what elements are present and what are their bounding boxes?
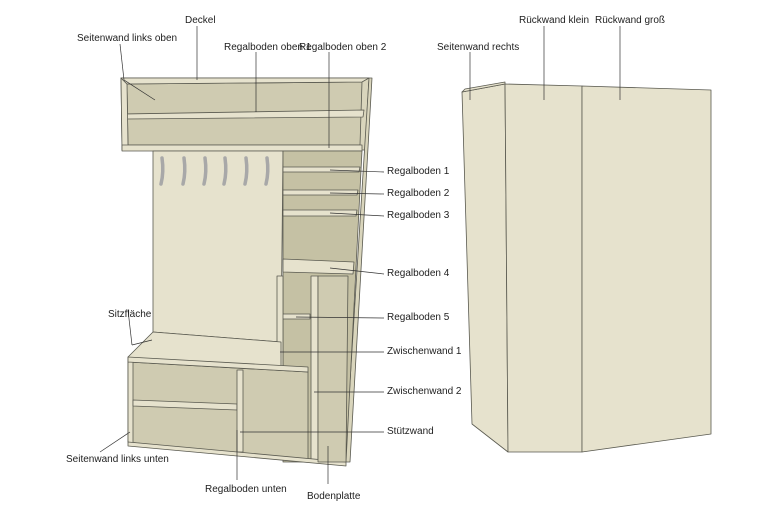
label-seitenwand-rechts: Seitenwand rechts (437, 42, 520, 53)
leader-lines (99, 26, 621, 484)
coat-hook-icon (222, 156, 228, 186)
label-zwischenwand-1: Zwischenwand 1 (387, 346, 462, 357)
top-edge (120, 77, 370, 85)
rueckwand-front-visible (152, 150, 284, 343)
seitenwand-links-oben-panel (120, 77, 129, 151)
seitenwand-rechts-front (344, 77, 373, 463)
label-regalboden-oben-2: Regalboden oben 2 (299, 42, 387, 53)
coat-hook-icon (202, 156, 208, 186)
label-seitenwand-links-oben: Seitenwand links oben (77, 33, 178, 44)
seitenwand-links-unten-panel (127, 361, 134, 445)
regalboden-1-panel (282, 166, 361, 173)
label-regalboden-oben-1: Regalboden oben 1 (224, 42, 312, 53)
label-sitzflaeche: Sitzfläche (108, 309, 152, 320)
regalboden-4-panel (282, 258, 355, 275)
label-rueckwand-gross: Rückwand groß (595, 15, 666, 26)
wardrobe-back-view (461, 81, 712, 453)
regalboden-2-panel (282, 189, 359, 196)
coat-hook-icon (264, 156, 270, 186)
coat-hook-icon (159, 156, 165, 186)
label-regalboden-1: Regalboden 1 (387, 166, 450, 177)
label-regalboden-4: Regalboden 4 (387, 268, 450, 279)
label-stuetzwand: Stützwand (387, 426, 434, 437)
seitenwand-rechts-panel (461, 83, 509, 453)
label-regalboden-3: Regalboden 3 (387, 210, 450, 221)
zwischenwand-2-panel (310, 275, 319, 463)
right-lower-bay (317, 275, 349, 463)
label-rueckwand-klein: Rückwand klein (519, 15, 590, 26)
label-deckel: Deckel (185, 15, 216, 26)
label-seitenwand-links-unten: Seitenwand links unten (66, 454, 169, 465)
stuetzwand-panel (236, 369, 244, 453)
back-top-edge (461, 81, 506, 93)
label-bodenplatte: Bodenplatte (307, 491, 361, 502)
label-zwischenwand-2: Zwischenwand 2 (387, 386, 462, 397)
rueckwand-klein-panel (504, 83, 583, 453)
regalboden-5-panel (278, 313, 311, 320)
regalboden-3-panel (282, 209, 358, 217)
coat-hooks (159, 156, 270, 186)
label-regalboden-2: Regalboden 2 (387, 188, 450, 199)
coat-hook-icon (243, 156, 249, 186)
wardrobe-front-view (120, 77, 373, 467)
seat-front-edge (127, 356, 309, 373)
label-regalboden-unten: Regalboden unten (205, 484, 287, 495)
coat-hook-icon (181, 156, 187, 186)
regalboden-oben-2-panel (121, 144, 363, 152)
label-regalboden-5: Regalboden 5 (387, 312, 450, 323)
rueckwand-gross-panel (581, 85, 712, 453)
